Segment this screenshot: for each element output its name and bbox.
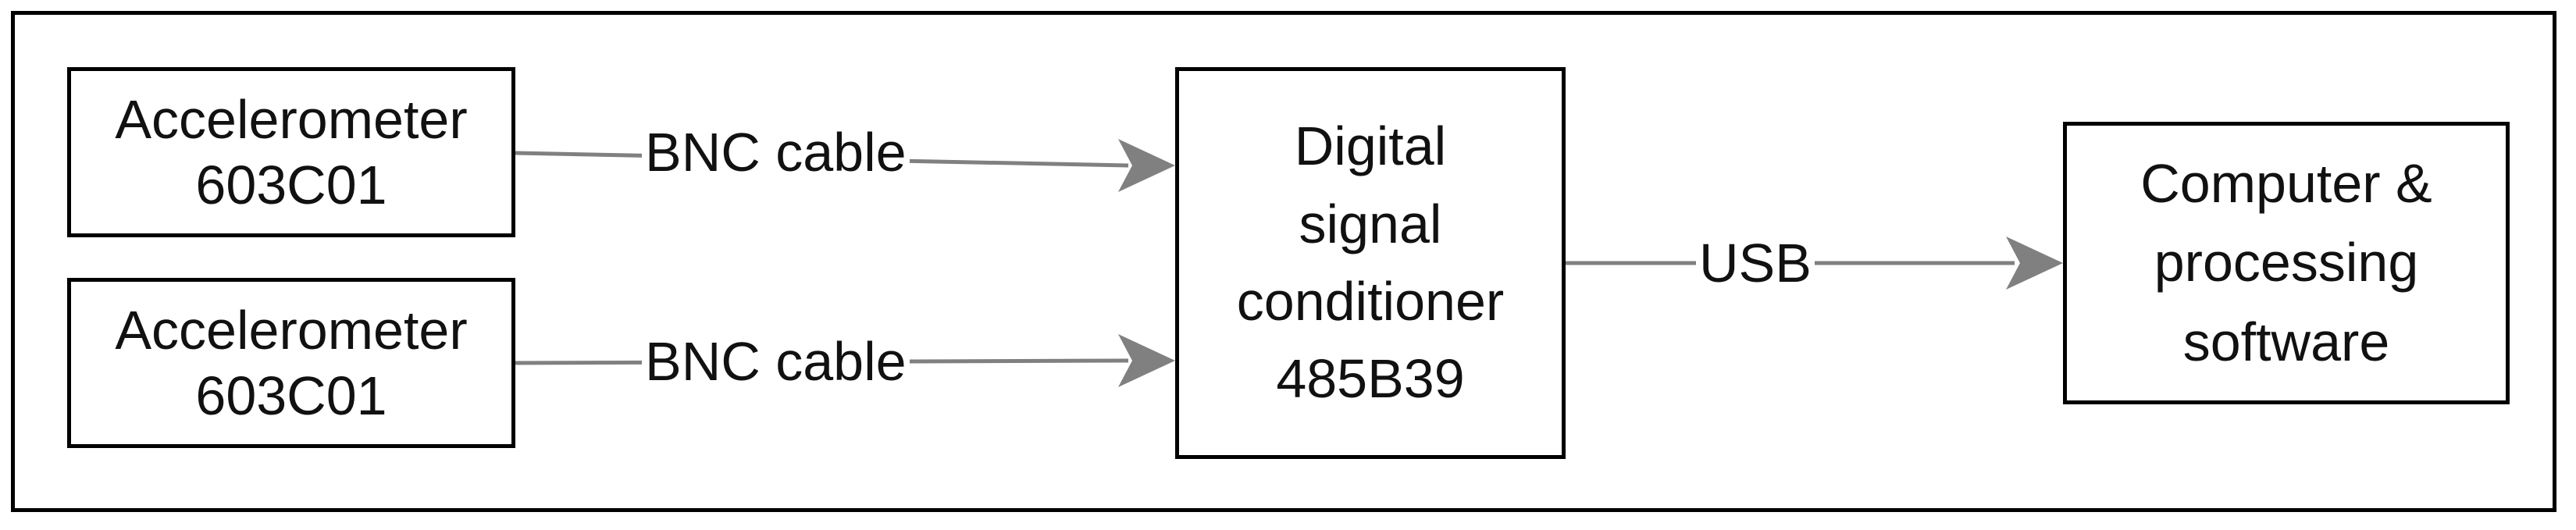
node-conditioner-line3: conditioner [1236,271,1505,332]
edge-label-usb: USB [1696,236,1815,290]
node-computer-line3: software [2182,311,2390,372]
node-conditioner-line4: 485B39 [1276,348,1465,410]
node-accelerometer-top-line2: 603C01 [195,155,387,215]
arrowhead-usb [2006,237,2063,290]
node-accelerometer-top: Accelerometer 603C01 [67,67,515,237]
node-computer: Computer & processing software [2063,122,2510,404]
node-accelerometer-bottom: Accelerometer 603C01 [67,278,515,448]
arrowhead-top [1118,139,1175,192]
node-computer-line1: Computer & [2140,152,2432,214]
node-computer-line2: processing [2154,232,2419,293]
edge-label-top-cable: BNC cable [642,125,910,180]
arrowhead-bottom [1118,334,1175,387]
node-signal-conditioner: Digital signal conditioner 485B39 [1175,67,1566,459]
diagram-frame [11,11,2556,512]
node-accelerometer-bottom-line2: 603C01 [195,365,387,426]
node-conditioner-line1: Digital [1294,116,1447,177]
node-conditioner-line2: signal [1299,193,1442,254]
edge-label-bottom-cable: BNC cable [642,334,910,389]
node-accelerometer-bottom-line1: Accelerometer [115,300,468,361]
node-accelerometer-top-line1: Accelerometer [115,89,468,150]
